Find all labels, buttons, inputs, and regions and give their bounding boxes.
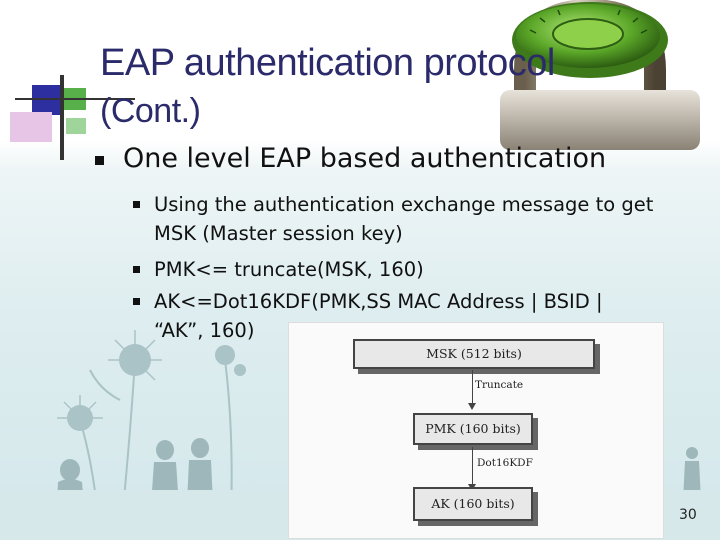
deco-square-blue [32, 85, 62, 115]
key-derivation-diagram: MSK (512 bits) Truncate PMK (160 bits) D… [288, 322, 664, 539]
sub-bullet-text: AK<=Dot16KDF(PMK,SS MAC Address | BSID | [154, 290, 603, 313]
sub-bullet-marker [133, 266, 140, 273]
deco-square-pink [10, 112, 52, 142]
ak-label: AK (160 bits) [431, 496, 515, 511]
msk-label: MSK (512 bits) [426, 346, 522, 361]
bullet-text: One level EAP based authentication [123, 143, 607, 174]
bullet-marker [95, 156, 104, 165]
arrow-line [472, 370, 473, 405]
deco-square-lightgreen [66, 118, 86, 134]
sub-bullet-text: “AK”, 160) [154, 319, 255, 342]
arrow-down-icon [468, 403, 476, 410]
sub-bullet-text: Using the authentication exchange messag… [154, 193, 654, 216]
pmk-label: PMK (160 bits) [425, 421, 521, 436]
sub-bullet-text: MSK (Master session key) [154, 222, 403, 245]
slide-title: EAP authentication protocol [100, 42, 555, 84]
sub-bullet-marker [133, 201, 140, 208]
deco-horizontal-line [15, 98, 135, 100]
slide-title-cont: (Cont.) [100, 92, 201, 130]
deco-vertical-line [60, 75, 64, 160]
arrow-line [472, 447, 473, 487]
page-number: 30 [679, 507, 697, 523]
sub-bullet-text: PMK<= truncate(MSK, 160) [154, 258, 424, 281]
dot16kdf-label: Dot16KDF [477, 457, 533, 469]
msk-box: MSK (512 bits) [353, 339, 595, 369]
truncate-label: Truncate [475, 379, 524, 391]
pmk-box: PMK (160 bits) [413, 413, 533, 445]
sub-bullet-marker [133, 298, 140, 305]
padlock-icon [500, 0, 700, 150]
ak-box: AK (160 bits) [413, 487, 533, 521]
